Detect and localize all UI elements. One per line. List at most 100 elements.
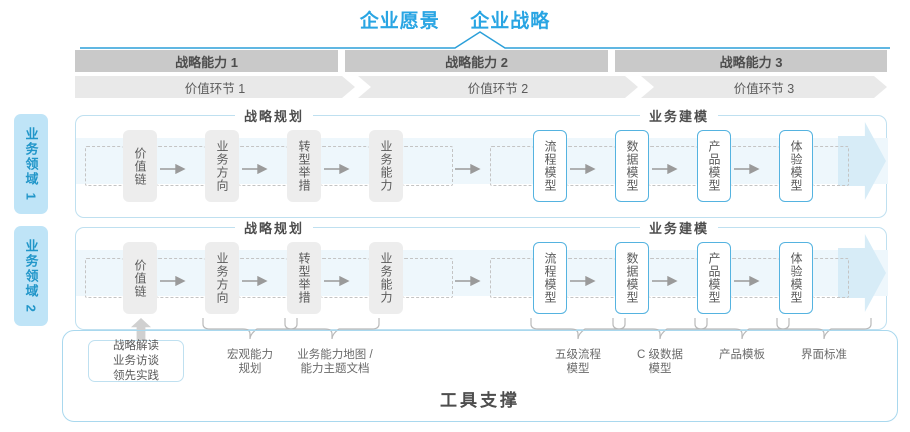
capability-label-3: 战略能力 3 (719, 54, 783, 70)
value-chain-label-1: 价值环节 1 (184, 81, 246, 96)
node-modeling-2-3[interactable]: 体验模型 (779, 242, 813, 314)
capability-bar-3[interactable]: 战略能力 3 (615, 50, 887, 72)
row-2-rail-seg (490, 258, 533, 298)
row-2-rail-seg (321, 258, 369, 298)
row-1-rail-seg (490, 146, 533, 186)
domain-label-2: 业务领域 2 (23, 238, 39, 314)
node-label: 转型举措 (297, 140, 311, 192)
node-modeling-1-1[interactable]: 数据模型 (615, 130, 649, 202)
bottom-label-3: C 级数据 模型 (637, 349, 683, 375)
value-chain-bar-2[interactable]: 价值环节 2 (358, 76, 638, 98)
node-label: 业务方向 (215, 252, 229, 304)
node-planning-1-3[interactable]: 业务能力 (369, 130, 403, 202)
node-planning-2-1[interactable]: 业务方向 (205, 242, 239, 314)
node-label: 体验模型 (789, 140, 803, 192)
node-modeling-2-2[interactable]: 产品模型 (697, 242, 731, 314)
row-1-rail-seg (321, 146, 369, 186)
arrow-icon (242, 273, 268, 287)
node-label: 转型举措 (297, 252, 311, 304)
node-planning-2-2[interactable]: 转型举措 (287, 242, 321, 314)
value-chain-bar-3[interactable]: 价值环节 3 (641, 76, 887, 98)
node-label: 数据模型 (625, 252, 639, 304)
node-label: 流程模型 (543, 252, 557, 304)
bottom-label-1: 业务能力地图 / 能力主题文档 (297, 349, 373, 375)
section-title-modeling-2: 业务建模 (640, 218, 719, 237)
arrow-icon (734, 161, 760, 175)
capability-bar-2[interactable]: 战略能力 2 (345, 50, 608, 72)
brace-connector-2 (282, 318, 382, 345)
arrow-icon (455, 273, 481, 287)
section-line-left (150, 114, 235, 117)
section-title-planning-2: 战略规划 (235, 218, 314, 237)
bottom-label-0: 宏观能力 规划 (227, 349, 273, 375)
row-2-rail-seg (403, 258, 453, 298)
arrow-icon (160, 273, 186, 287)
node-planning-1-1[interactable]: 业务方向 (205, 130, 239, 202)
section-line-right (718, 114, 804, 117)
row-2-rail-start (85, 258, 123, 298)
arrow-icon (734, 273, 760, 287)
row-1-rail-end (813, 146, 849, 186)
capability-label-2: 战略能力 2 (445, 54, 508, 70)
tool-support-container (62, 330, 898, 422)
row-1-rail-seg (239, 146, 287, 186)
section-title-planning-1: 战略规划 (235, 106, 314, 125)
arrow-icon (570, 161, 596, 175)
node-planning-1-2[interactable]: 转型举措 (287, 130, 321, 202)
node-label: 业务能力 (379, 252, 393, 304)
section-header-planning-2: 战略规划 (150, 218, 460, 237)
section-line-right (718, 226, 804, 229)
row-2-rail-end (813, 258, 849, 298)
row-2-rail-seg (567, 258, 615, 298)
row-2-rail-seg (649, 258, 697, 298)
row-2-rail-seg (157, 258, 205, 298)
node-modeling-1-2[interactable]: 产品模型 (697, 130, 731, 202)
node-modeling-1-0[interactable]: 流程模型 (533, 130, 567, 202)
section-title-modeling-1: 业务建模 (640, 106, 719, 125)
arrow-icon (242, 161, 268, 175)
node-label: 产品模型 (707, 252, 721, 304)
row-1-rail-seg (403, 146, 453, 186)
node-modeling-1-3[interactable]: 体验模型 (779, 130, 813, 202)
node-planning-2-0[interactable]: 价值链 (123, 242, 157, 314)
bottom-label-5: 界面标准 (801, 349, 847, 361)
domain-label-1: 业务领域 1 (23, 126, 39, 202)
arrow-icon (455, 161, 481, 175)
node-label: 价值链 (133, 146, 147, 186)
value-chain-bar-1[interactable]: 价值环节 1 (75, 76, 355, 98)
section-line-left (150, 226, 235, 229)
domain-tab-1[interactable]: 业务领域 1 (14, 114, 48, 214)
brace-connector-6 (774, 318, 874, 345)
node-planning-1-0[interactable]: 价值链 (123, 130, 157, 202)
row-1-rail-seg (649, 146, 697, 186)
title-vision: 企业愿景 (359, 11, 440, 32)
node-planning-2-3[interactable]: 业务能力 (369, 242, 403, 314)
row-2-rail-seg (731, 258, 779, 298)
arrow-icon (652, 161, 678, 175)
title-strategy: 企业战略 (470, 11, 551, 32)
domain-tab-2[interactable]: 业务领域 2 (14, 226, 48, 326)
arrow-icon (570, 273, 596, 287)
bottom-label-4: 产品模板 (719, 349, 765, 361)
practice-box[interactable]: 战略解读 业务访谈 领先实践 (88, 340, 184, 382)
value-chain-label-2: 价值环节 2 (467, 81, 529, 96)
row-1-rail-seg (567, 146, 615, 186)
node-modeling-2-0[interactable]: 流程模型 (533, 242, 567, 314)
section-header-planning-1: 战略规划 (150, 106, 460, 125)
row-1-rail-start (85, 146, 123, 186)
section-line-right (313, 226, 399, 229)
bottom-label-2: 五级流程 模型 (555, 349, 601, 375)
arrow-icon (324, 273, 350, 287)
section-line-right (313, 114, 399, 117)
node-label: 体验模型 (789, 252, 803, 304)
node-label: 价值链 (133, 258, 147, 298)
node-label: 流程模型 (543, 140, 557, 192)
section-line-left (555, 114, 640, 117)
tool-support-title: 工具支撑 (440, 391, 520, 410)
node-label: 数据模型 (625, 140, 639, 192)
capability-bar-1[interactable]: 战略能力 1 (75, 50, 338, 72)
node-modeling-2-1[interactable]: 数据模型 (615, 242, 649, 314)
arrow-icon (652, 273, 678, 287)
arrow-icon (324, 161, 350, 175)
section-line-left (555, 226, 640, 229)
